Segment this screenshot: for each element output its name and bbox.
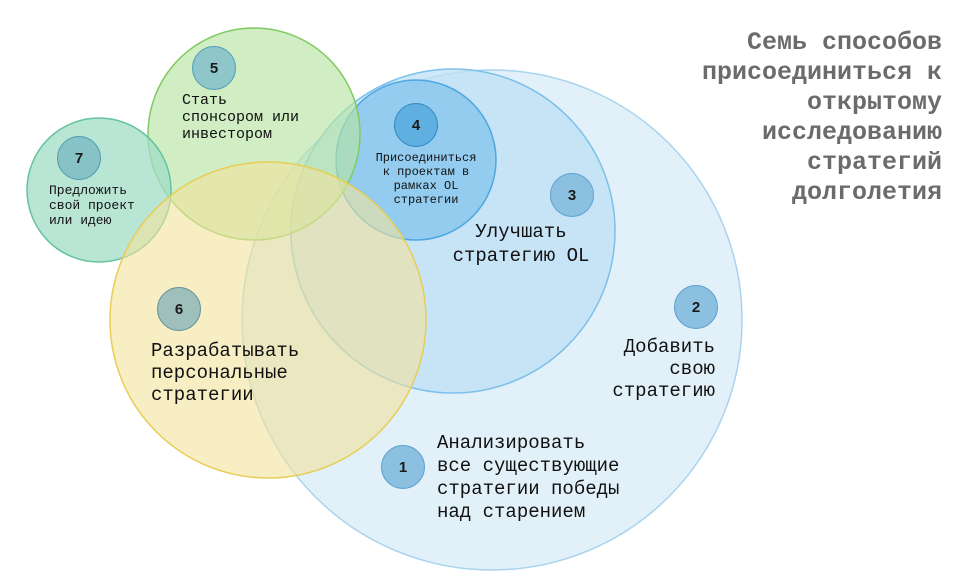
number-badge-6: 6: [157, 287, 201, 331]
label-add-strategy: Добавить свою стратегию: [612, 336, 715, 402]
number-badge-7: 7: [57, 136, 101, 180]
diagram-title: Семь способов присоединиться к открытому…: [701, 28, 942, 207]
label-personal-strategies: Разрабатывать персональные стратегии: [151, 340, 300, 406]
label-improve-ol-strategy: Улучшать стратегию OL: [452, 221, 590, 267]
number-badge-5: 5: [192, 46, 236, 90]
label-analyze-all-strategies: Анализировать все существующие стратегии…: [437, 432, 620, 523]
number-badge-4: 4: [394, 103, 438, 147]
number-badge-1: 1: [381, 445, 425, 489]
label-join-projects: Присоединиться к проектам в рамках OL ст…: [375, 151, 477, 207]
label-sponsor-investor: Стать спонсором или инвестором: [182, 92, 300, 143]
circle-personal-strategies: [109, 161, 427, 479]
label-propose-project: Предложить свой проект или идею: [49, 183, 135, 228]
number-badge-2: 2: [674, 285, 718, 329]
number-badge-3: 3: [550, 173, 594, 217]
